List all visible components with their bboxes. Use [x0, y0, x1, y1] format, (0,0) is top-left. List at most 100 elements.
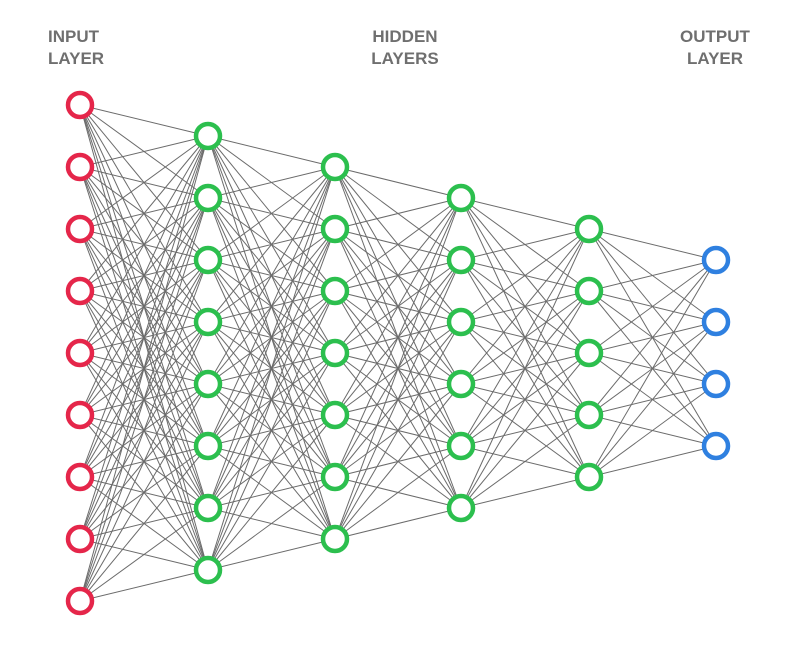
hidden-1-node-3	[193, 245, 223, 275]
connection-hidden-3-6-to-hidden-4-3	[460, 352, 590, 509]
hidden-3-node-5	[446, 431, 476, 461]
neurons	[65, 90, 731, 616]
connection-input-3-to-hidden-1-1	[79, 135, 209, 230]
input-node-6	[65, 400, 95, 430]
hidden-1-node-4	[193, 307, 223, 337]
hidden-2-node-2	[320, 214, 350, 244]
input-layer-label-line2: LAYER	[48, 49, 105, 68]
input-node-2	[65, 152, 95, 182]
input-node-4	[65, 276, 95, 306]
connection-input-9-to-hidden-1-7	[79, 507, 209, 602]
connection-input-6-to-hidden-1-1	[79, 135, 209, 416]
connection-hidden-2-7-to-hidden-3-4	[334, 383, 462, 540]
hidden-1-node-6	[193, 431, 223, 461]
output-node-3	[701, 369, 731, 399]
connection-hidden-4-4-to-output-1	[588, 259, 717, 416]
hidden-4-node-4	[574, 400, 604, 430]
connection-hidden-1-8-to-hidden-2-2	[207, 228, 336, 571]
connection-input-9-to-hidden-1-1	[79, 135, 209, 602]
connection-input-9-to-hidden-1-8	[79, 569, 209, 602]
input-node-7	[65, 462, 95, 492]
hidden-3-node-4	[446, 369, 476, 399]
hidden-4-node-5	[574, 462, 604, 492]
hidden-1-node-7	[193, 493, 223, 523]
hidden-2-node-1	[320, 152, 350, 182]
connection-hidden-3-6-to-hidden-4-2	[460, 290, 590, 509]
output-node-2	[701, 307, 731, 337]
connection-hidden-3-1-to-hidden-4-1	[460, 197, 590, 230]
hidden-3-node-2	[446, 245, 476, 275]
input-node-5	[65, 338, 95, 368]
connection-hidden-1-3-to-hidden-2-1	[207, 166, 336, 261]
hidden-3-node-1	[446, 183, 476, 213]
output-node-1	[701, 245, 731, 275]
connection-input-9-to-hidden-1-4	[79, 321, 209, 602]
connection-input-7-to-hidden-1-1	[79, 135, 209, 478]
hidden-4-node-3	[574, 338, 604, 368]
connection-input-9-to-hidden-1-6	[79, 445, 209, 602]
connection-hidden-3-3-to-hidden-4-1	[460, 228, 590, 323]
connection-hidden-2-7-to-hidden-3-6	[334, 507, 462, 540]
hidden-layers-label: HIDDEN LAYERS	[345, 26, 465, 70]
hidden-4-node-2	[574, 276, 604, 306]
connection-hidden-1-1-to-hidden-2-1	[207, 135, 336, 168]
input-layer-label: INPUT LAYER	[48, 26, 104, 70]
input-node-1	[65, 90, 95, 120]
connection-input-8-to-hidden-1-1	[79, 135, 209, 540]
connection-hidden-2-1-to-hidden-3-1	[334, 166, 462, 199]
connection-input-9-to-hidden-1-5	[79, 383, 209, 602]
input-node-8	[65, 524, 95, 554]
connection-input-9-to-hidden-1-2	[79, 197, 209, 602]
connection-input-5-to-hidden-1-1	[79, 135, 209, 354]
connection-hidden-3-2-to-hidden-4-1	[460, 228, 590, 261]
connection-hidden-3-6-to-hidden-4-4	[460, 414, 590, 509]
hidden-3-node-3	[446, 307, 476, 337]
connection-hidden-4-2-to-output-1	[588, 259, 717, 292]
input-node-3	[65, 214, 95, 244]
connection-hidden-2-7-to-hidden-3-2	[334, 259, 462, 540]
connection-input-9-to-hidden-1-3	[79, 259, 209, 602]
output-node-4	[701, 431, 731, 461]
connections	[79, 104, 717, 602]
connection-hidden-2-6-to-hidden-3-1	[334, 197, 462, 478]
connection-hidden-1-8-to-hidden-2-7	[207, 538, 336, 571]
connection-hidden-4-5-to-output-2	[588, 321, 717, 478]
connection-hidden-2-2-to-hidden-3-1	[334, 197, 462, 230]
connection-hidden-2-5-to-hidden-3-1	[334, 197, 462, 416]
input-node-9	[65, 586, 95, 616]
connection-hidden-1-5-to-hidden-2-1	[207, 166, 336, 385]
hidden-2-node-4	[320, 338, 350, 368]
connection-hidden-1-4-to-hidden-2-1	[207, 166, 336, 323]
connection-hidden-4-5-to-output-1	[588, 259, 717, 478]
connection-hidden-4-1-to-output-1	[588, 228, 717, 261]
hidden-1-node-8	[193, 555, 223, 585]
connection-hidden-1-7-to-hidden-2-1	[207, 166, 336, 509]
connection-hidden-2-7-to-hidden-3-5	[334, 445, 462, 540]
connection-hidden-1-8-to-hidden-2-1	[207, 166, 336, 571]
connection-hidden-4-3-to-output-1	[588, 259, 717, 354]
hidden-3-node-6	[446, 493, 476, 523]
hidden-1-node-1	[193, 121, 223, 151]
connection-hidden-1-8-to-hidden-2-6	[207, 476, 336, 571]
hidden-2-node-3	[320, 276, 350, 306]
connection-hidden-1-2-to-hidden-2-1	[207, 166, 336, 199]
connection-hidden-3-5-to-hidden-4-1	[460, 228, 590, 447]
connection-hidden-1-8-to-hidden-2-4	[207, 352, 336, 571]
connection-hidden-2-3-to-hidden-3-1	[334, 197, 462, 292]
connection-hidden-2-7-to-hidden-3-3	[334, 321, 462, 540]
connection-hidden-2-7-to-hidden-3-1	[334, 197, 462, 540]
connection-hidden-2-4-to-hidden-3-1	[334, 197, 462, 354]
hidden-2-node-5	[320, 400, 350, 430]
connection-hidden-1-8-to-hidden-2-5	[207, 414, 336, 571]
connection-hidden-1-8-to-hidden-2-3	[207, 290, 336, 571]
connection-input-4-to-hidden-1-1	[79, 135, 209, 292]
hidden-2-node-6	[320, 462, 350, 492]
connection-input-2-to-hidden-1-1	[79, 135, 209, 168]
hidden-layers-label-line2: LAYERS	[371, 49, 439, 68]
hidden-layers-label-line1: HIDDEN	[372, 27, 438, 46]
connection-hidden-3-6-to-hidden-4-1	[460, 228, 590, 509]
output-layer-label-line2: LAYER	[686, 49, 744, 68]
connection-hidden-4-5-to-output-4	[588, 445, 717, 478]
hidden-2-node-7	[320, 524, 350, 554]
